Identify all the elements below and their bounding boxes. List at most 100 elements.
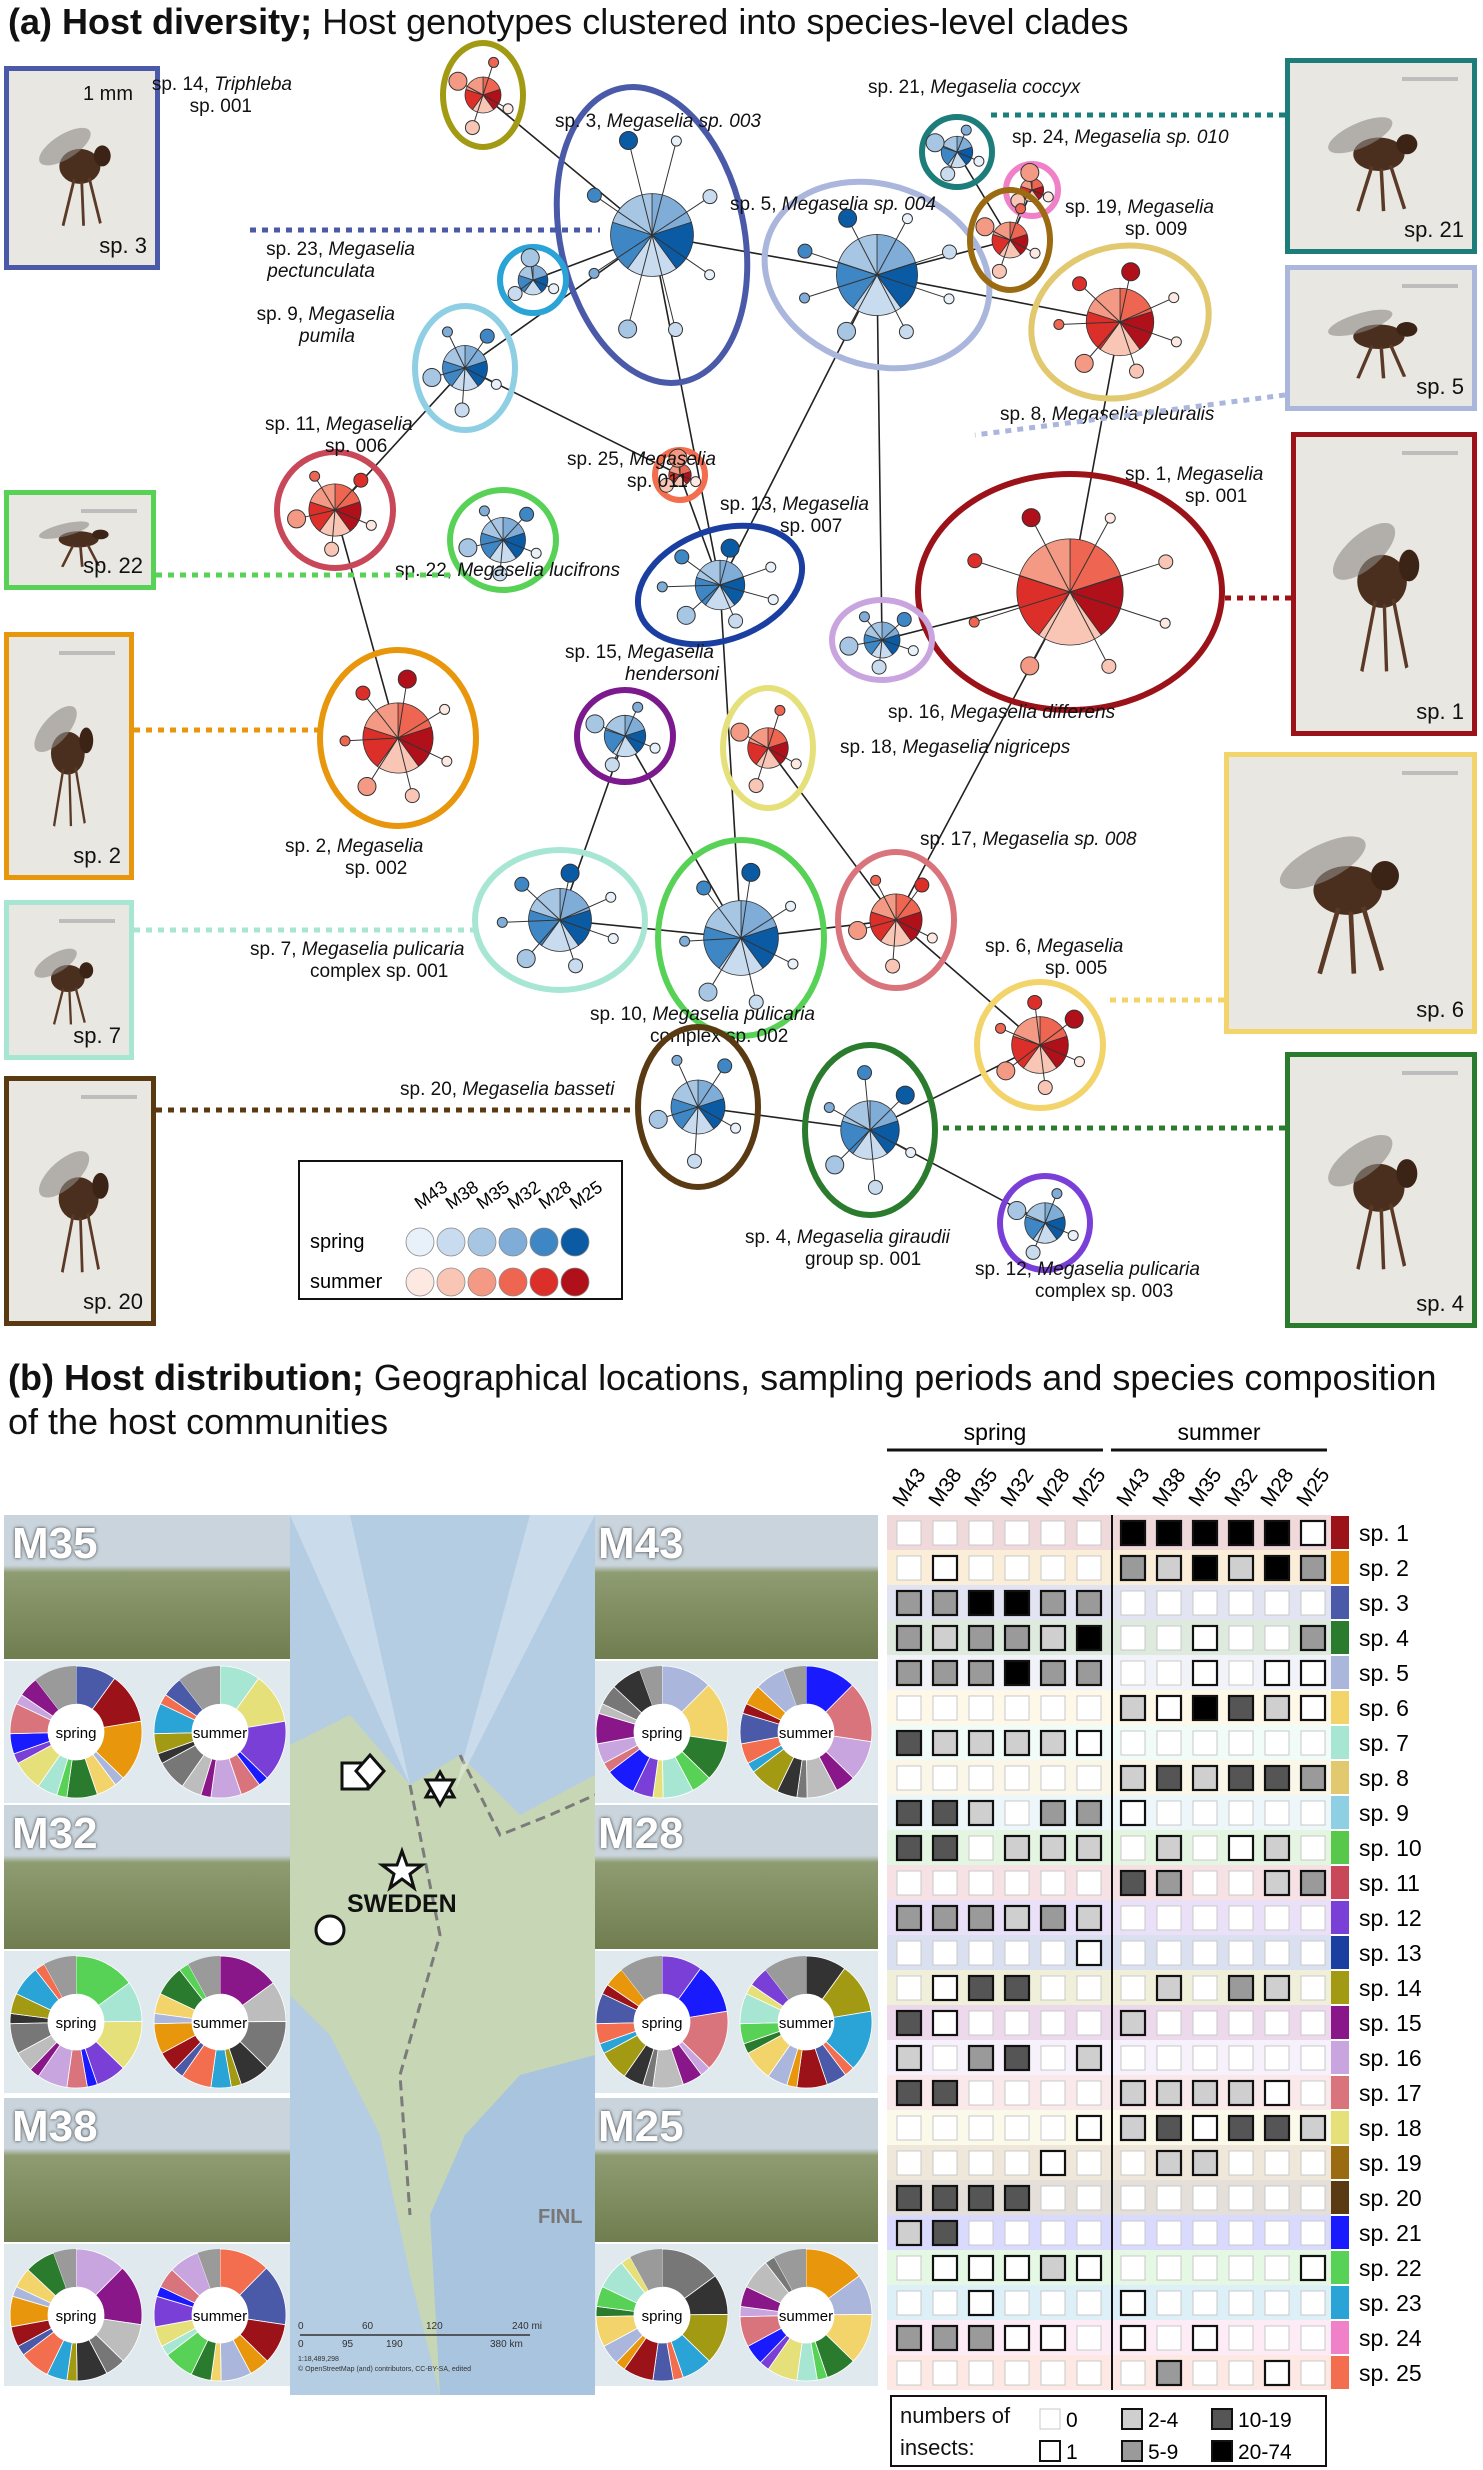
- haplotype-node: [339, 735, 351, 747]
- grid-cell: [1076, 1555, 1102, 1581]
- grid-cell: [1075, 2044, 1103, 2072]
- grid-cell: [1039, 1589, 1067, 1617]
- haplotype-node: [704, 269, 716, 281]
- haplotype-node: [1101, 658, 1117, 674]
- haplotype-node: [1029, 247, 1041, 259]
- grid-cell: [1156, 2185, 1182, 2211]
- clade-label: sp. 3, Megaselia sp. 003: [555, 111, 761, 132]
- fly-silhouette-icon: [35, 114, 128, 230]
- site-photo-m35: M35: [4, 1515, 292, 1659]
- grid-cell: [932, 2150, 958, 2176]
- grid-cell: [1228, 2220, 1254, 2246]
- grid-cell: [895, 1834, 923, 1862]
- haplotype-node: [996, 1061, 1016, 1081]
- species-row-label: sp. 4: [1359, 1625, 1409, 1651]
- grid-cell: [1119, 2289, 1147, 2317]
- donut-label: summer: [779, 1725, 833, 1742]
- species-row-label: sp. 20: [1359, 2185, 1422, 2211]
- clade-ellipse: [497, 244, 569, 316]
- grid-cell: [1264, 2150, 1290, 2176]
- haplotype-node: [287, 509, 307, 529]
- network-edge: [624, 735, 742, 939]
- grid-cell: [932, 2115, 958, 2141]
- count-legend-label: 20-74: [1238, 2441, 1292, 2464]
- species-color-swatch: [1331, 2216, 1349, 2249]
- grid-cell: [1192, 1730, 1218, 1756]
- grid-cell: [1075, 1799, 1103, 1827]
- grid-cell: [1264, 2220, 1290, 2246]
- donut-label: spring: [642, 2015, 683, 2032]
- clade-ellipse: [720, 685, 816, 811]
- grid-cell: [1004, 1765, 1030, 1791]
- scale-bar: [81, 509, 137, 513]
- network-edge: [876, 274, 1121, 323]
- species-color-swatch: [1331, 1691, 1349, 1724]
- haplotype-node: [905, 1147, 917, 1159]
- grid-cell: [1264, 2255, 1290, 2281]
- species-row-label: sp. 23: [1359, 2290, 1422, 2316]
- grid-cell: [1263, 2114, 1291, 2142]
- haplotype-node: [365, 519, 377, 531]
- grid-cell: [895, 2324, 923, 2352]
- svg-text:0: 0: [298, 2321, 304, 2332]
- grid-cell: [1040, 1520, 1066, 1546]
- count-legend-swatch: [1211, 2440, 1233, 2462]
- haplotype-node: [422, 368, 442, 388]
- scale-label: 1 mm: [83, 83, 133, 105]
- m32-marker-icon: [354, 1752, 386, 1790]
- site-code: M32: [12, 1809, 98, 1858]
- grid-cell: [1264, 2185, 1290, 2211]
- grid-cell: [1155, 1869, 1183, 1897]
- clade-ellipse: [1028, 242, 1212, 402]
- svg-text:190: 190: [386, 2339, 403, 2350]
- grid-cell: [1004, 2220, 1030, 2246]
- grid-cell: [1299, 2254, 1327, 2282]
- haplotype-node: [618, 130, 638, 150]
- species-color-swatch: [1331, 1621, 1349, 1654]
- count-legend-swatch: [1121, 2440, 1143, 2462]
- donut-label: summer: [193, 2308, 247, 2325]
- summer-donut: summer: [739, 1665, 873, 1799]
- grid-cell: [931, 1729, 959, 1757]
- grid-cell: [1192, 1590, 1218, 1616]
- grid-cell: [1228, 1800, 1254, 1826]
- clade-label: sp. 24, Megaselia sp. 010: [1012, 127, 1229, 148]
- summer-donut: summer: [153, 1955, 287, 2089]
- legend-swatch: [498, 1267, 528, 1297]
- haplotype-node: [1021, 508, 1041, 528]
- haplotype-node: [1158, 554, 1174, 570]
- haplotype-node: [825, 1155, 845, 1175]
- species-color-swatch: [1331, 2251, 1349, 2284]
- grid-cell: [1039, 2324, 1067, 2352]
- species-row-label: sp. 9: [1359, 1800, 1409, 1826]
- grid-cell: [1155, 1519, 1183, 1547]
- haplotype-node: [668, 448, 688, 468]
- count-legend-swatch: [1121, 2408, 1143, 2430]
- grid-cell: [1192, 1800, 1218, 1826]
- clade-label: sp. 18, Megaselia nigriceps: [840, 737, 1071, 758]
- count-legend-label: 0: [1066, 2409, 1078, 2432]
- scale-bar: [1402, 77, 1458, 81]
- haplotype-node: [454, 402, 470, 418]
- site-code: M38: [12, 2102, 98, 2151]
- haplotype-node: [914, 877, 930, 893]
- grid-cell: [896, 2150, 922, 2176]
- scale-bar: [59, 919, 115, 923]
- grid-cell: [1300, 1730, 1326, 1756]
- grid-cell: [1119, 1519, 1147, 1547]
- grid-cell: [1263, 2359, 1291, 2387]
- grid-cell: [968, 2080, 994, 2106]
- clade-ellipse: [919, 114, 995, 190]
- count-legend-swatch: [1039, 2408, 1061, 2430]
- spring-donut: spring: [595, 1665, 729, 1799]
- grid-cell: [1119, 2009, 1147, 2037]
- grid-cell: [895, 1729, 923, 1757]
- grid-cell: [1191, 1659, 1219, 1687]
- species-color-swatch: [1331, 1866, 1349, 1899]
- grid-row-band: [887, 2180, 1331, 2215]
- grid-cell: [1299, 1624, 1327, 1652]
